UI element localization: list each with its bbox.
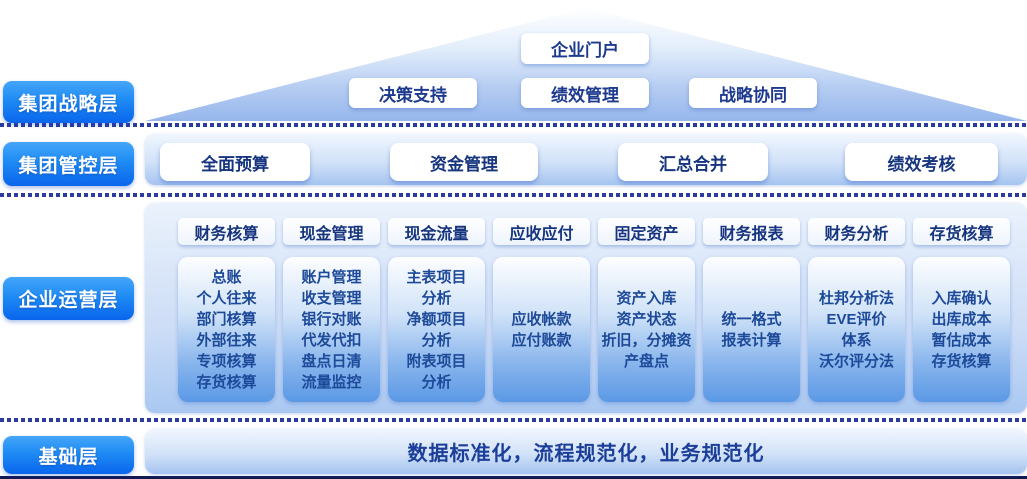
operation-column-fixed-assets: 固定资产 资产入库资产状态折旧，分摊资产盘点	[598, 218, 695, 402]
layer-label-strategy: 集团战略层	[3, 81, 134, 123]
column-header: 财务核算	[178, 218, 275, 245]
layer-label-foundation: 基础层	[3, 436, 134, 474]
foundation-layer-band: 数据标准化，流程规范化，业务规范化	[145, 429, 1027, 474]
cell-line: 存货核算	[931, 352, 992, 370]
column-header: 财务报表	[703, 218, 800, 245]
cell-line: 统一格式	[721, 310, 782, 328]
layer-label-control: 集团管控层	[3, 142, 134, 186]
column-cell: 杜邦分析法 EVE评价体系沃尔评分法	[808, 257, 905, 402]
column-header: 现金流量	[388, 218, 485, 245]
cell-line: 出库成本	[931, 310, 992, 328]
cell-line: 主表项目	[406, 268, 467, 286]
cell-line: 流量监控	[301, 373, 362, 391]
control-item-consolidation: 汇总合并	[618, 143, 768, 181]
column-cell: 主表项目分析净额项目分析附表项目分析	[388, 257, 485, 402]
control-layer-band: 全面预算 资金管理 汇总合并 绩效考核	[145, 134, 1027, 185]
cell-line: 入库确认	[931, 289, 992, 307]
operation-column-financial-accounting: 财务核算 总账个人往来部门核算外部往来专项核算存货核算	[178, 218, 275, 402]
column-header: 财务分析	[808, 218, 905, 245]
operation-column-financial-reports: 财务报表 统一格式报表计算	[703, 218, 800, 402]
cell-line: 银行对账	[301, 310, 362, 328]
cell-line: 体系	[841, 331, 872, 349]
column-cell: 统一格式报表计算	[703, 257, 800, 402]
cell-line: 杜邦分析法	[818, 289, 894, 307]
operation-column-cash-management: 现金管理 账户管理收支管理银行对账代发代扣盘点日清流量监控	[283, 218, 380, 402]
cell-line: 应付账款	[511, 331, 572, 349]
column-header: 应收应付	[493, 218, 590, 245]
cell-line: 附表项目	[406, 352, 467, 370]
column-cell: 总账个人往来部门核算外部往来专项核算存货核算	[178, 257, 275, 402]
pyramid-item-decision-support: 决策支持	[349, 78, 477, 108]
cell-line: 总账	[211, 268, 242, 286]
column-cell: 入库确认出库成本暂估成本存货核算	[913, 257, 1010, 402]
operation-column-cash-flow: 现金流量 主表项目分析净额项目分析附表项目分析	[388, 218, 485, 402]
cell-line: 折旧，分摊资	[601, 331, 692, 349]
layer-label-operation: 企业运营层	[3, 277, 134, 320]
column-header: 现金管理	[283, 218, 380, 245]
separator-line-3	[0, 418, 1027, 422]
cell-line: 外部往来	[196, 331, 257, 349]
separator-line-2	[0, 193, 1027, 197]
control-item-funds: 资金管理	[390, 143, 538, 181]
operation-column-inventory-accounting: 存货核算 入库确认出库成本暂估成本存货核算	[913, 218, 1010, 402]
cell-line: 个人往来	[196, 289, 257, 307]
pyramid-item-enterprise-portal: 企业门户	[521, 33, 649, 64]
cell-line: 沃尔评分法	[818, 352, 894, 370]
cell-line: 盘点日清	[301, 352, 362, 370]
operation-columns: 财务核算 总账个人往来部门核算外部往来专项核算存货核算 现金管理 账户管理收支管…	[178, 218, 1010, 402]
bottom-rule	[0, 476, 1027, 479]
cell-line: 部门核算	[196, 310, 257, 328]
cell-line: 收支管理	[301, 289, 362, 307]
cell-line: 分析	[421, 331, 452, 349]
strategy-pyramid: 企业门户 决策支持 绩效管理 战略协同	[145, 8, 1027, 121]
cell-line: 分析	[421, 289, 452, 307]
cell-line: 净额项目	[406, 310, 467, 328]
column-header: 存货核算	[913, 218, 1010, 245]
operation-column-financial-analysis: 财务分析 杜邦分析法 EVE评价体系沃尔评分法	[808, 218, 905, 402]
operation-column-receivable-payable: 应收应付 应收帐款应付账款	[493, 218, 590, 402]
separator-line-1	[0, 123, 1027, 127]
cell-line: 资产入库	[616, 289, 677, 307]
cell-line: EVE评价	[826, 310, 887, 328]
cell-line: 暂估成本	[931, 331, 992, 349]
cell-line: 存货核算	[196, 373, 257, 391]
column-cell: 账户管理收支管理银行对账代发代扣盘点日清流量监控	[283, 257, 380, 402]
cell-line: 专项核算	[196, 352, 257, 370]
cell-line: 应收帐款	[511, 310, 572, 328]
column-header: 固定资产	[598, 218, 695, 245]
cell-line: 报表计算	[721, 331, 782, 349]
column-cell: 资产入库资产状态折旧，分摊资产盘点	[598, 257, 695, 402]
control-item-performance: 绩效考核	[845, 143, 998, 181]
control-item-budget: 全面预算	[160, 143, 310, 181]
column-cell: 应收帐款应付账款	[493, 257, 590, 402]
cell-line: 分析	[421, 373, 452, 391]
cell-line: 账户管理	[301, 268, 362, 286]
cell-line: 产盘点	[623, 352, 669, 370]
pyramid-item-strategy-collaboration: 战略协同	[689, 78, 817, 108]
cell-line: 资产状态	[616, 310, 677, 328]
pyramid-item-performance-management: 绩效管理	[521, 78, 649, 108]
operation-layer-band: 财务核算 总账个人往来部门核算外部往来专项核算存货核算 现金管理 账户管理收支管…	[145, 203, 1027, 413]
foundation-text: 数据标准化，流程规范化，业务规范化	[407, 443, 765, 465]
cell-line: 代发代扣	[301, 331, 362, 349]
